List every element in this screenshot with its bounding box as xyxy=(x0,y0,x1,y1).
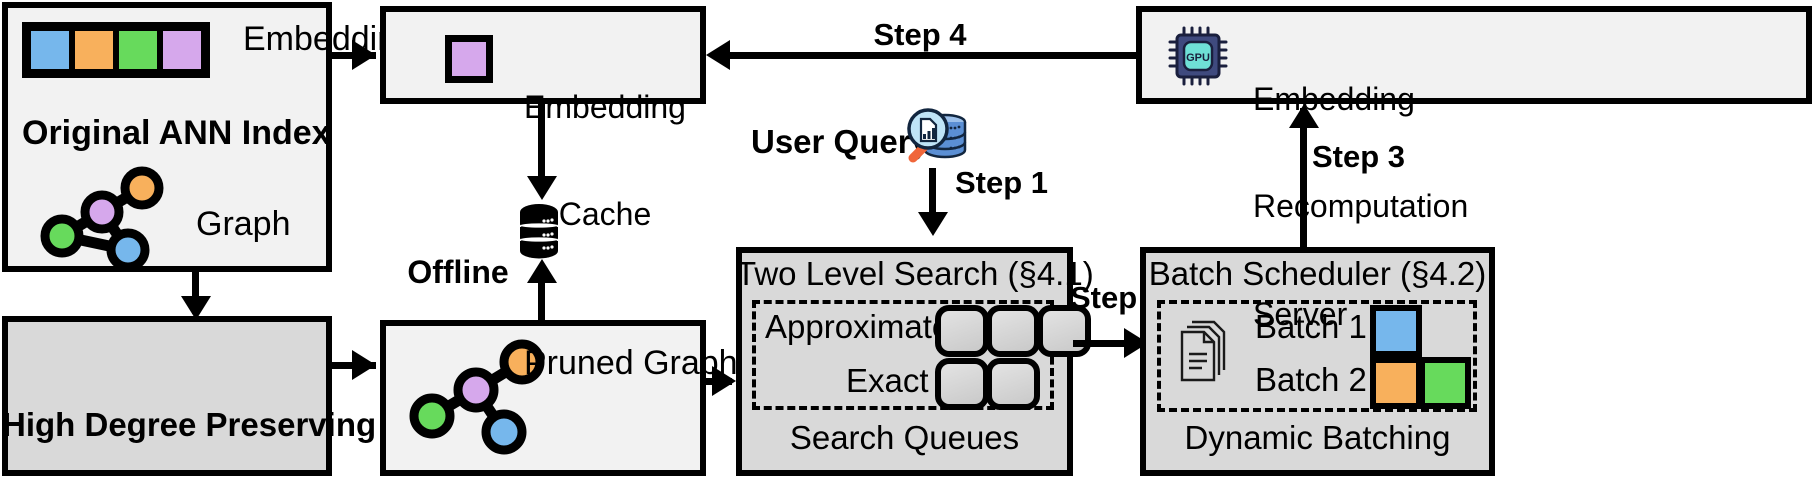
queue-slot[interactable] xyxy=(986,358,1040,410)
arrow-query-to-search xyxy=(918,212,948,236)
arrow-pruned-to-search xyxy=(712,366,736,396)
queue-slot[interactable] xyxy=(935,358,989,410)
high-degree-pruning-title: High Degree Preserving Graph Pruning (§5… xyxy=(2,333,377,481)
original-graph-icon xyxy=(36,166,176,272)
step-3-label: Step 3 xyxy=(1312,139,1406,174)
gpu-chip-text: GPU xyxy=(1186,52,1210,64)
ers-line1: Embedding xyxy=(1253,80,1415,117)
arrow-pruned-to-storage xyxy=(527,259,557,283)
embedding-cache-title-line2: Cache xyxy=(558,196,652,233)
two-level-search-title: Two Level Search (§4.1) xyxy=(736,255,1094,292)
embedding-cache-panel xyxy=(380,6,706,104)
pruned-graph-icon xyxy=(406,339,556,455)
batch-swatch-green xyxy=(1419,357,1471,409)
arrow-ann-to-cache xyxy=(352,40,376,70)
connector-pruned-to-storage xyxy=(538,282,545,322)
magnifier-database-icon xyxy=(901,104,973,170)
offline-storage-label-line1: Offline xyxy=(407,253,509,290)
gpu-chip-icon: GPU xyxy=(1168,26,1230,86)
pruned-graph-label: Pruned Graph xyxy=(524,344,738,382)
search-queues-footer: Search Queues xyxy=(789,419,1020,456)
embedding-square-icon xyxy=(445,35,493,83)
high-degree-pruning-line1: High Degree Preserving xyxy=(2,405,377,443)
queue-slot[interactable] xyxy=(935,305,989,357)
embedding-swatch-blue xyxy=(28,28,72,72)
connector-query-to-search xyxy=(929,168,936,220)
high-degree-pruning-panel xyxy=(2,316,332,476)
batch-2-label: Batch 2 xyxy=(1255,361,1367,398)
batch-1-label: Batch 1 xyxy=(1255,308,1367,345)
queue-slot[interactable] xyxy=(1037,305,1091,357)
approximate-row-label: Approximate xyxy=(765,308,951,345)
arrow-scheduler-to-server xyxy=(1289,104,1319,128)
approximate-queue-slots xyxy=(935,305,1091,357)
connector-cache-to-storage xyxy=(538,104,545,182)
connector-scheduler-to-server xyxy=(1300,108,1307,250)
database-cylinder-icon xyxy=(519,203,559,259)
batch-swatch-blue xyxy=(1370,305,1422,357)
graph-label: Graph xyxy=(196,205,291,243)
embedding-recomputation-server-title: Embedding Recomputation Server xyxy=(1253,10,1468,404)
exact-row-label: Exact xyxy=(846,362,929,399)
embedding-swatch-strip xyxy=(22,22,210,78)
batch-1-swatches xyxy=(1370,305,1422,357)
embedding-swatch-purple xyxy=(160,28,204,72)
ers-line2: Recomputation xyxy=(1253,188,1469,225)
embedding-swatch-green xyxy=(116,28,160,72)
exact-queue-slots xyxy=(935,358,1040,410)
connector-ann-to-pruning xyxy=(192,272,199,314)
documents-stack-icon xyxy=(1177,318,1229,388)
connector-search-to-scheduler xyxy=(1073,340,1149,347)
embedding-cache-title: Embedding Cache xyxy=(510,18,700,305)
batch-scheduler-title: Batch Scheduler (§4.2) xyxy=(1148,255,1487,292)
arrow-server-to-cache xyxy=(706,40,730,70)
step-1-label: Step 1 xyxy=(955,165,1049,200)
embedding-swatch-orange xyxy=(72,28,116,72)
batch-2-swatches xyxy=(1370,357,1471,409)
dynamic-batching-region xyxy=(1157,300,1477,412)
ers-line3: Server xyxy=(1253,295,1348,332)
step-4-label: Step 4 xyxy=(873,17,967,52)
embedding-recomputation-server-panel xyxy=(1136,6,1812,104)
connector-server-to-cache xyxy=(716,52,1136,59)
embedding-cache-title-line1: Embedding xyxy=(524,88,686,125)
original-ann-index-title: Original ANN Index xyxy=(22,114,331,152)
dynamic-batching-footer: Dynamic Batching xyxy=(1184,419,1451,456)
queue-slot[interactable] xyxy=(986,305,1040,357)
arrow-pruning-to-pruned xyxy=(352,350,376,380)
arrow-cache-to-storage xyxy=(527,176,557,200)
